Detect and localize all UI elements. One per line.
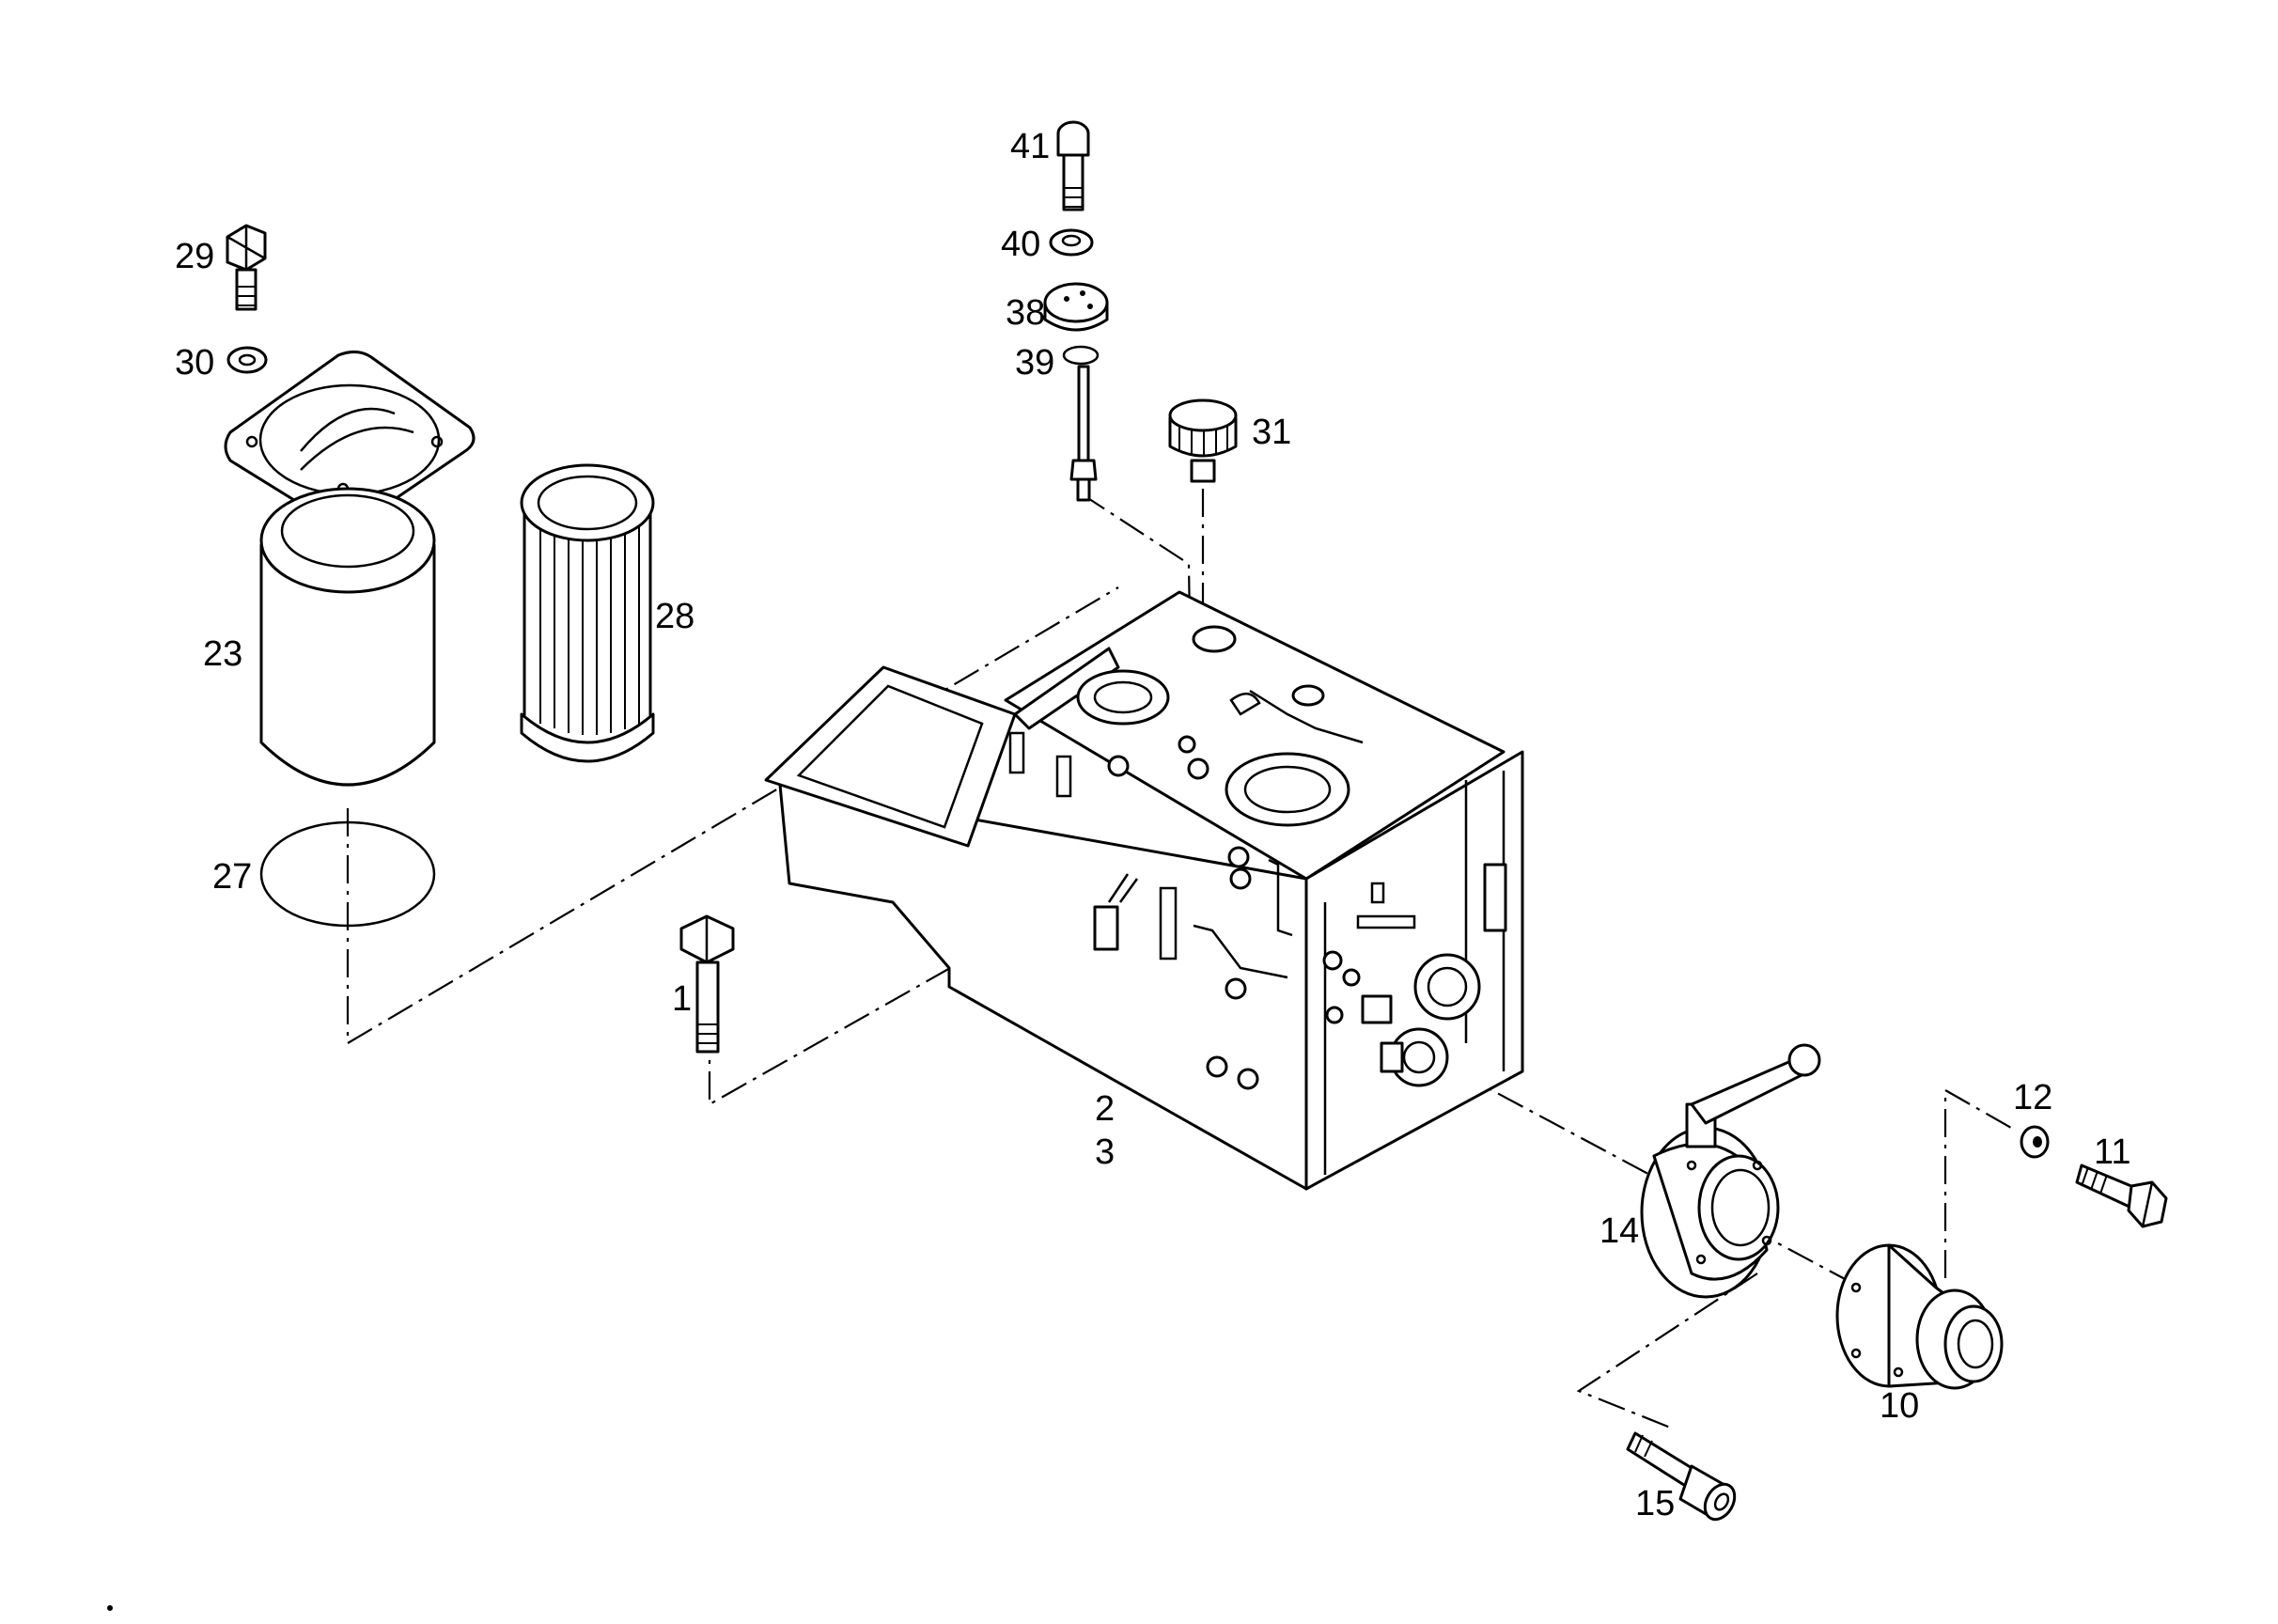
part-15-cap-screw xyxy=(1626,1431,1737,1522)
callout-30: 30 xyxy=(175,343,214,383)
callout-labels: 29 30 23 27 28 41 40 38 39 31 1 2 3 14 1… xyxy=(175,127,2130,1523)
part-2-3-main-housing xyxy=(764,590,1524,1191)
callout-14: 14 xyxy=(1599,1211,1639,1251)
callout-15: 15 xyxy=(1635,1484,1675,1523)
callout-23: 23 xyxy=(203,634,242,674)
part-39-o-ring-dipstick xyxy=(1062,345,1100,502)
part-40-washer xyxy=(1049,228,1094,257)
part-29-hex-bolt xyxy=(226,224,267,311)
callout-41: 41 xyxy=(1010,127,1050,166)
callout-28: 28 xyxy=(655,597,694,636)
stray-dot xyxy=(107,1605,113,1611)
callout-12: 12 xyxy=(2013,1078,2052,1117)
part-12-washer xyxy=(2020,1125,2050,1159)
callout-29: 29 xyxy=(175,237,214,276)
part-10-flange-adapter xyxy=(1835,1243,2004,1390)
part-27-o-ring xyxy=(259,820,436,928)
callout-31: 31 xyxy=(1252,413,1291,452)
part-38-dipstick-head xyxy=(1043,282,1109,332)
callout-2: 2 xyxy=(1095,1089,1115,1129)
callout-39: 39 xyxy=(1015,343,1054,383)
callout-10: 10 xyxy=(1880,1386,1919,1426)
part-11-hex-bolt xyxy=(2075,1163,2168,1228)
part-1-long-bolt xyxy=(679,914,735,1054)
callout-1: 1 xyxy=(672,979,692,1019)
part-14-lever-collar xyxy=(1640,1043,1821,1299)
part-41-cap-screw xyxy=(1056,120,1090,211)
callout-27: 27 xyxy=(212,857,252,897)
callout-3: 3 xyxy=(1095,1132,1115,1172)
part-30-washer xyxy=(226,346,268,374)
part-28-filter-element xyxy=(520,463,655,763)
callout-11: 11 xyxy=(2094,1132,2130,1172)
callout-40: 40 xyxy=(1001,225,1040,264)
part-23-filter-housing xyxy=(224,351,476,787)
part-31-breather-cap xyxy=(1168,398,1238,483)
callout-38: 38 xyxy=(1006,293,1045,333)
